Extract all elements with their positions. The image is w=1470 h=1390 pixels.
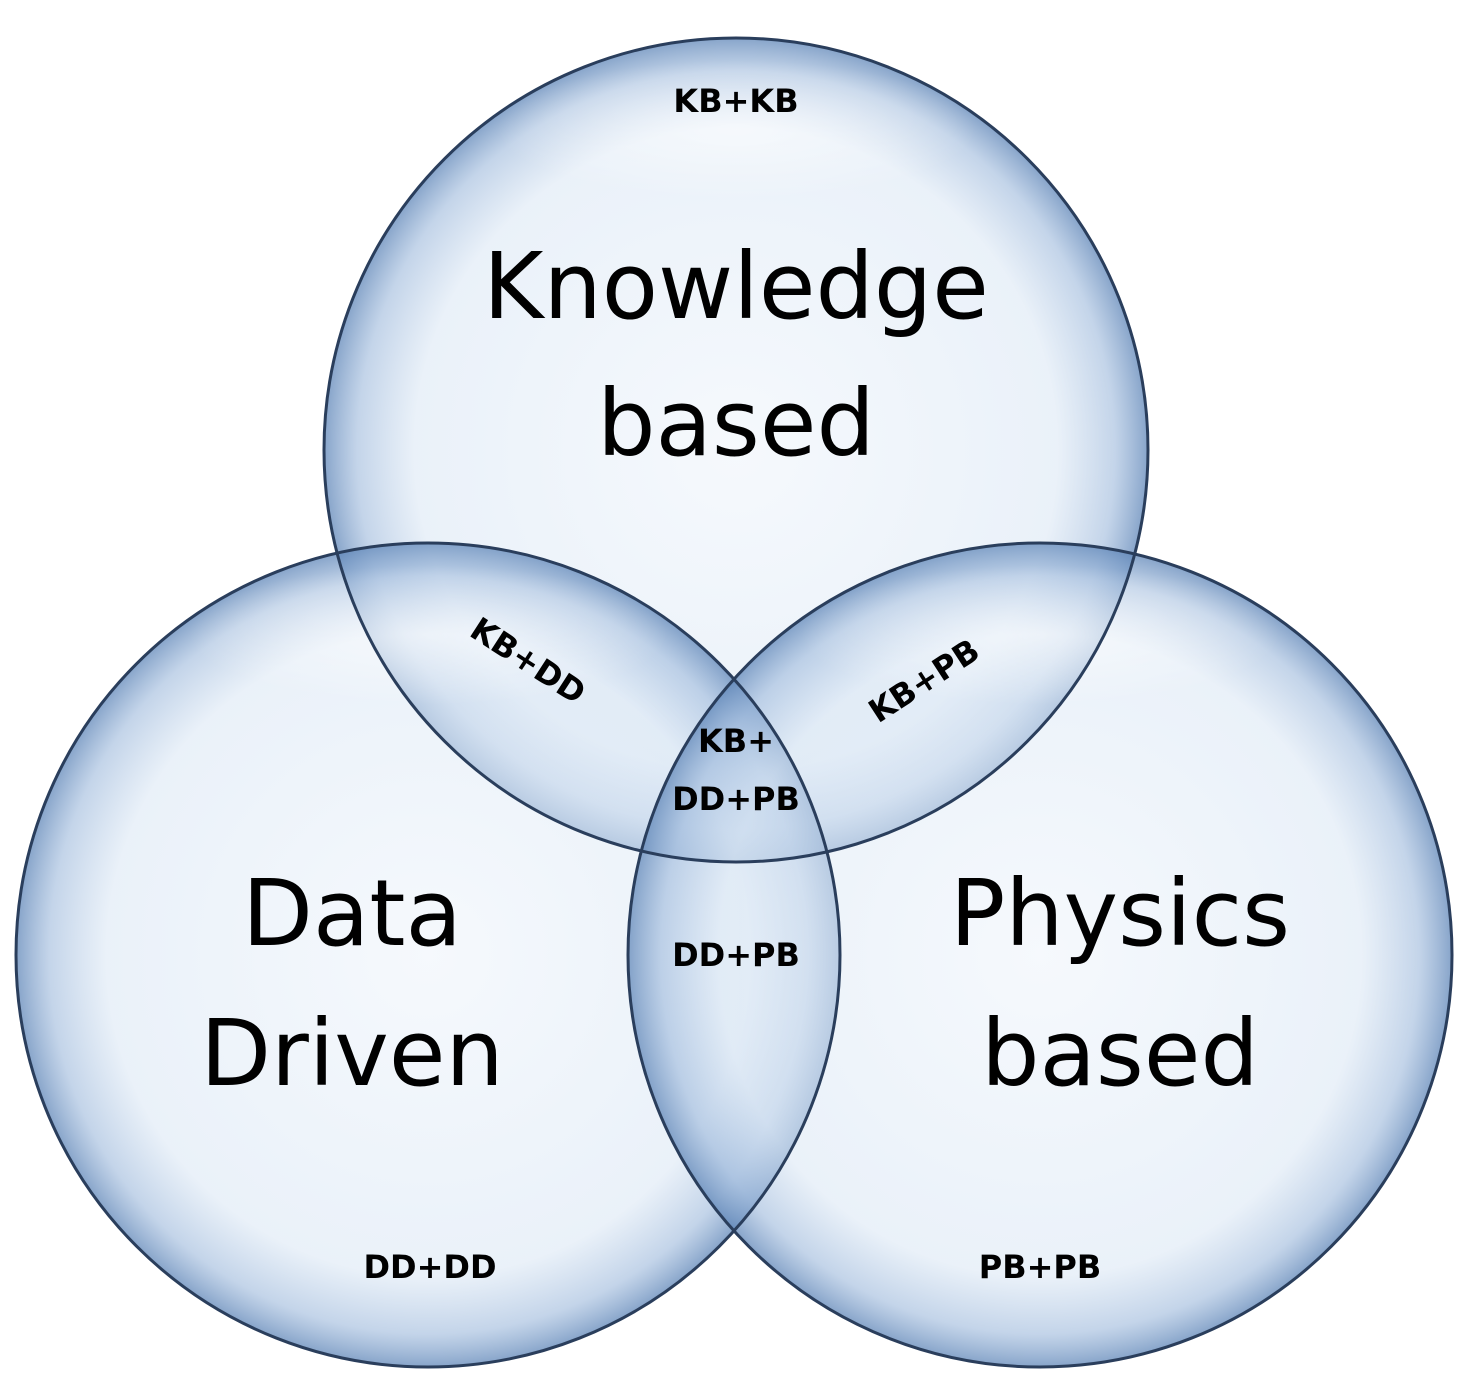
- circle-physics-based: [628, 543, 1452, 1367]
- region-center-line2: DD+PB: [672, 780, 800, 818]
- region-dd-pb: DD+PB: [672, 936, 800, 974]
- region-pb-pb: PB+PB: [979, 1248, 1102, 1286]
- outline-knowledge: [322, 36, 1150, 864]
- label-knowledge-line2: based: [597, 370, 875, 477]
- region-kb-kb: KB+KB: [673, 82, 798, 120]
- region-center-line1: KB+: [698, 722, 774, 760]
- circle-data-driven: [16, 543, 840, 1367]
- label-data-line2: Driven: [200, 1000, 504, 1107]
- outline-physics: [626, 541, 1454, 1369]
- outline-data: [14, 541, 842, 1369]
- region-dd-dd: DD+DD: [363, 1248, 496, 1286]
- label-knowledge-line1: Knowledge: [483, 233, 989, 340]
- label-data-line1: Data: [242, 860, 462, 967]
- label-physics-line2: based: [981, 1000, 1259, 1107]
- label-physics-line1: Physics: [950, 860, 1290, 967]
